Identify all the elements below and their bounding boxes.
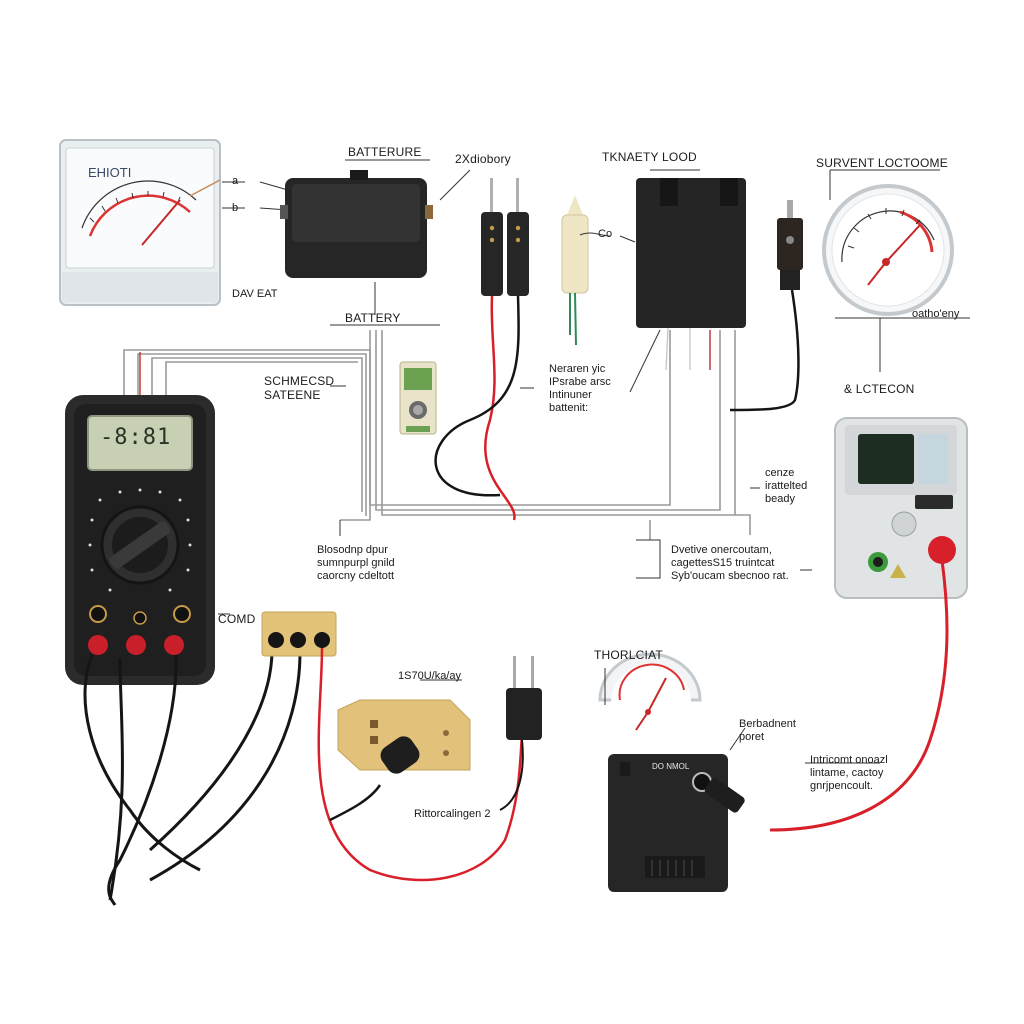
panel-meter-a-label: a: [232, 175, 239, 187]
module-caption: Rittorcalingen 2: [414, 808, 491, 820]
gauge-caption: & LCTECON: [844, 382, 915, 396]
panel-meter-caption: DAV EAT: [232, 288, 278, 300]
round-gauge-icon: [822, 169, 970, 372]
wire-bus: [123, 330, 751, 540]
two-pin-plug-icon: [499, 656, 542, 811]
module-label: 1S70U/ka/ay: [398, 670, 461, 682]
panel-meter-face-label: EHIOTI: [88, 165, 132, 180]
load-box-icon: [629, 169, 746, 393]
test-probe-icon: [481, 178, 529, 296]
schematic-title: SCHMECSD SATEENE: [264, 374, 335, 402]
tester-side-label: cenze irattelted beady: [765, 467, 808, 505]
gauge-side-label: oatho'eny: [912, 308, 960, 320]
left-note: Blosodnp dpur sumnpurpl gnild caorcny cd…: [317, 544, 395, 582]
fuse-holder-icon: [399, 361, 437, 435]
yellow-module-icon: [329, 679, 471, 822]
battery-title: BATTERURE: [348, 145, 422, 159]
battery-box-icon: [608, 727, 880, 892]
black-battery-icon: [280, 159, 471, 326]
connector-strip-icon: [261, 611, 337, 657]
probe-wires: [434, 295, 520, 521]
wire-bus-red: [139, 330, 711, 395]
multimeter-side-label: COMD: [218, 612, 256, 626]
panel-meter-icon: [59, 139, 221, 306]
small-gauge-icon: [598, 652, 702, 731]
gauge-title: SURVENT LOCTOOME: [816, 156, 948, 170]
battery-side-label: 2Xdiobory: [455, 152, 511, 166]
probe-note: Neraren yic IPsrabe arsc Intinuner batte…: [549, 363, 611, 414]
callout-arrows: [330, 385, 812, 579]
right-note: Dvetive onercoutam, cagettesS15 truintca…: [671, 544, 789, 582]
probe-co-label: Co: [598, 228, 613, 240]
battery-box-label: Berbadnent poret: [739, 718, 796, 743]
tester-device-icon: [750, 417, 968, 832]
bottom-right-note: Intricomt onoazl lintame, cactoy gnrjpen…: [810, 754, 888, 792]
red-lead-module: [317, 647, 524, 882]
battery-box-face-label: DO NMOL: [652, 762, 690, 771]
digital-multimeter-icon: [65, 395, 230, 685]
battery-caption: BATTERY: [345, 311, 401, 325]
cream-probe-icon: [561, 195, 636, 346]
multimeter-lcd-readout: -8:81: [100, 425, 172, 450]
small-gauge-title: THORLCIAT: [594, 648, 663, 662]
panel-meter-b-label: b: [232, 202, 239, 214]
multimeter-leads: [83, 649, 302, 906]
load-title: TKNAETY LOOD: [602, 150, 697, 164]
plug-icon: [729, 200, 803, 412]
